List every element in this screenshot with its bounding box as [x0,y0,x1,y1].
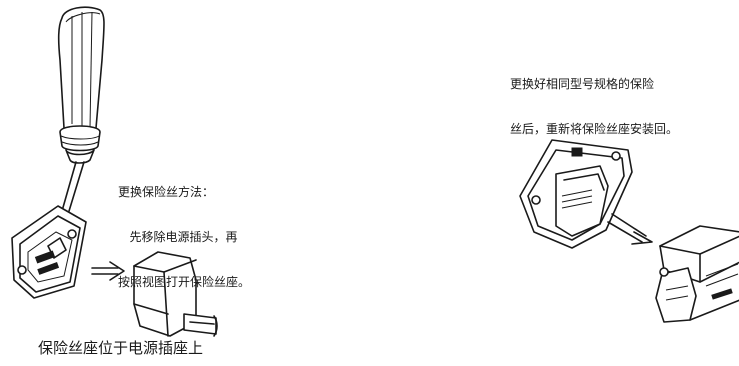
right-instruction-line-2: 丝后，重新将保险丝座安装回。 [510,122,679,136]
arrow-icon-2 [607,213,653,245]
left-instruction-line-1: 先移除电源插头，再 [118,230,238,244]
left-instruction-text: 更换保险丝方法： 先移除电源插头，再 按照视图打开保险丝座。 [118,155,250,320]
left-instruction-line-2: 按照视图打开保险丝座。 [118,275,251,289]
fuse-drawer-icon [655,225,739,323]
screwdriver-icon [55,6,105,241]
right-instruction-text: 更换好相同型号规格的保险 丝后，重新将保险丝座安装回。 [510,47,678,167]
right-instruction-line-1: 更换好相同型号规格的保险 [510,77,655,91]
fuse-holder-frame-icon [519,139,633,249]
arrow-icon [91,261,125,281]
left-instruction-title: 更换保险丝方法： [118,185,215,199]
fuse-holder-open-icon [11,205,87,299]
diagram-caption: 保险丝座位于电源插座上 [38,339,204,357]
power-socket-icon [133,251,218,337]
